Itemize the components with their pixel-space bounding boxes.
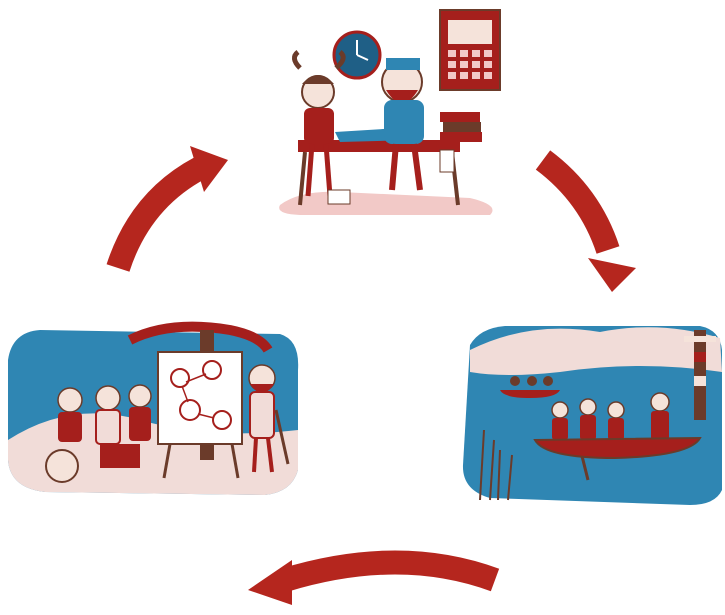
books-icon	[440, 112, 482, 142]
panel-canoe	[463, 326, 722, 505]
paper-sheet	[440, 150, 454, 172]
panel-presentation	[8, 327, 298, 495]
drum-icon	[46, 450, 78, 482]
panel-shadow	[279, 192, 492, 215]
bearded-man-figure-icon	[382, 58, 424, 190]
arrow-top-to-right	[543, 160, 636, 292]
calendar-icon	[440, 10, 500, 90]
panel-planning	[279, 10, 500, 215]
paper-sheet	[328, 190, 350, 204]
arrow-left-to-top	[118, 146, 228, 268]
arrow-right-to-left	[248, 560, 495, 605]
